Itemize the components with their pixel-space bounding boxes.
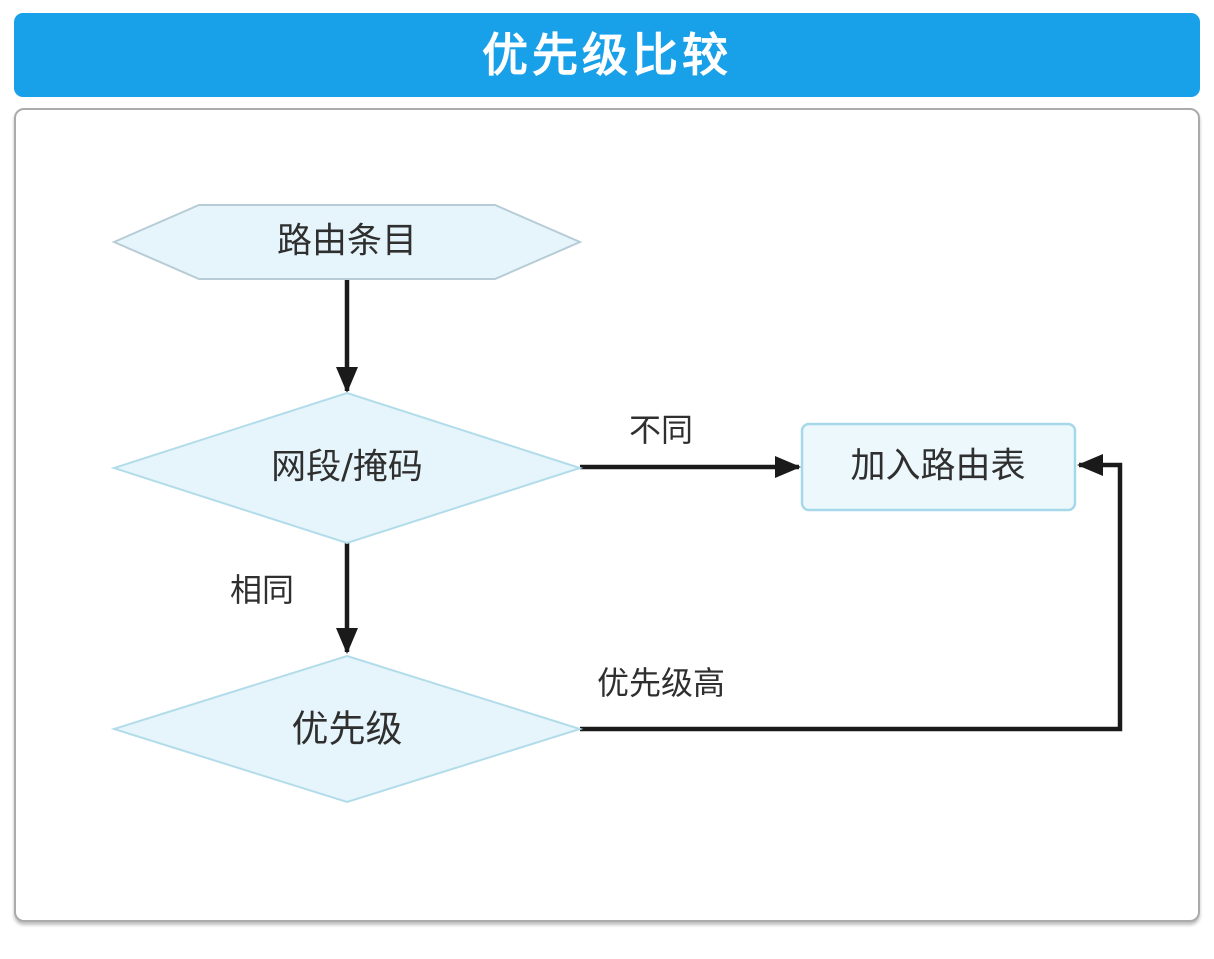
- flowchart-graphics: [110, 204, 1123, 804]
- flowchart-panel: 路由条目 网段/掩码 加入路由表 优先级 不同 相同 优先级高: [14, 108, 1200, 922]
- node-label-segment-mask: 网段/掩码: [271, 447, 423, 488]
- node-label-route-entry: 路由条目: [276, 221, 418, 262]
- edge-priority-high: [580, 454, 1123, 732]
- title-bar: 优先级比较: [14, 13, 1200, 97]
- rect-add-to-routing-table: [800, 422, 1077, 512]
- edge-label-priority-high: 优先级高: [596, 664, 726, 702]
- page-title: 优先级比较: [482, 28, 732, 82]
- edge-label-same: 相同: [229, 571, 295, 609]
- diamond-segment-mask: [110, 391, 584, 545]
- node-label-add-to-routing-table: 加入路由表: [850, 446, 1026, 487]
- edge-label-different: 不同: [628, 411, 694, 449]
- node-label-priority: 优先级: [291, 707, 403, 751]
- diamond-priority: [110, 654, 584, 804]
- hexagon-route-entry: [111, 204, 583, 280]
